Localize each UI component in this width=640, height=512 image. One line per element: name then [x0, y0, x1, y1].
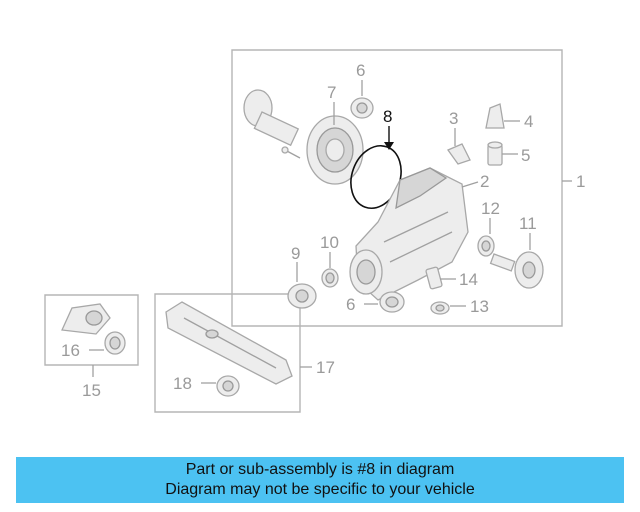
- part-3-bracket: [447, 143, 471, 165]
- part-4-cap: [485, 103, 505, 129]
- callout-5[interactable]: 5: [521, 146, 530, 165]
- callout-9[interactable]: 9: [291, 244, 300, 263]
- callout-17[interactable]: 17: [316, 358, 335, 377]
- part-2-housing: [349, 167, 469, 301]
- callout-6-bottom[interactable]: 6: [346, 295, 355, 314]
- leader-2: [461, 181, 479, 188]
- callout-18[interactable]: 18: [173, 374, 192, 393]
- callout-3[interactable]: 3: [449, 109, 458, 128]
- part-9-flange: [287, 283, 317, 309]
- callout-4[interactable]: 4: [524, 112, 533, 131]
- callout-14[interactable]: 14: [459, 270, 478, 289]
- part-5-bushing: [487, 141, 503, 166]
- callout-6-top[interactable]: 6: [356, 61, 365, 80]
- part-12-seal: [477, 235, 495, 257]
- callout-11[interactable]: 11: [519, 214, 537, 233]
- part-13-bushing: [430, 301, 450, 315]
- arrow-8: [384, 142, 394, 150]
- part-6-top-seal: [350, 97, 374, 119]
- callout-16[interactable]: 16: [61, 341, 80, 360]
- callout-10[interactable]: 10: [320, 233, 339, 252]
- assembly-frame-1: [231, 49, 563, 327]
- part-6-bottom-seal: [379, 291, 405, 313]
- info-banner: Part or sub-assembly is #8 in diagram Di…: [16, 457, 624, 503]
- banner-line-1: Part or sub-assembly is #8 in diagram: [185, 461, 455, 478]
- parts-diagram: 1 2 3 4 5 6 7 8 9 10 11 12 13 14 6 15 16…: [44, 49, 585, 413]
- part-17-crossmember: [165, 301, 293, 385]
- callout-2[interactable]: 2: [480, 172, 489, 191]
- part-11-flange: [489, 251, 544, 289]
- part-7-flange-cover: [243, 89, 364, 185]
- callout-7[interactable]: 7: [327, 83, 336, 102]
- part-14-pin: [425, 266, 443, 290]
- part-16-bushing: [104, 331, 126, 355]
- callout-8[interactable]: 8: [383, 107, 392, 126]
- part-10-seal: [321, 268, 339, 288]
- callout-12[interactable]: 12: [481, 199, 500, 218]
- callout-13[interactable]: 13: [470, 297, 489, 316]
- banner-line-2: Diagram may not be specific to your vehi…: [165, 481, 475, 498]
- assembly-frame-17: [154, 293, 301, 413]
- callout-1[interactable]: 1: [576, 172, 585, 191]
- callout-15[interactable]: 15: [82, 381, 101, 400]
- part-15-mount: [61, 303, 111, 335]
- assembly-frame-15: [44, 294, 139, 366]
- part-18-bushing: [216, 375, 240, 397]
